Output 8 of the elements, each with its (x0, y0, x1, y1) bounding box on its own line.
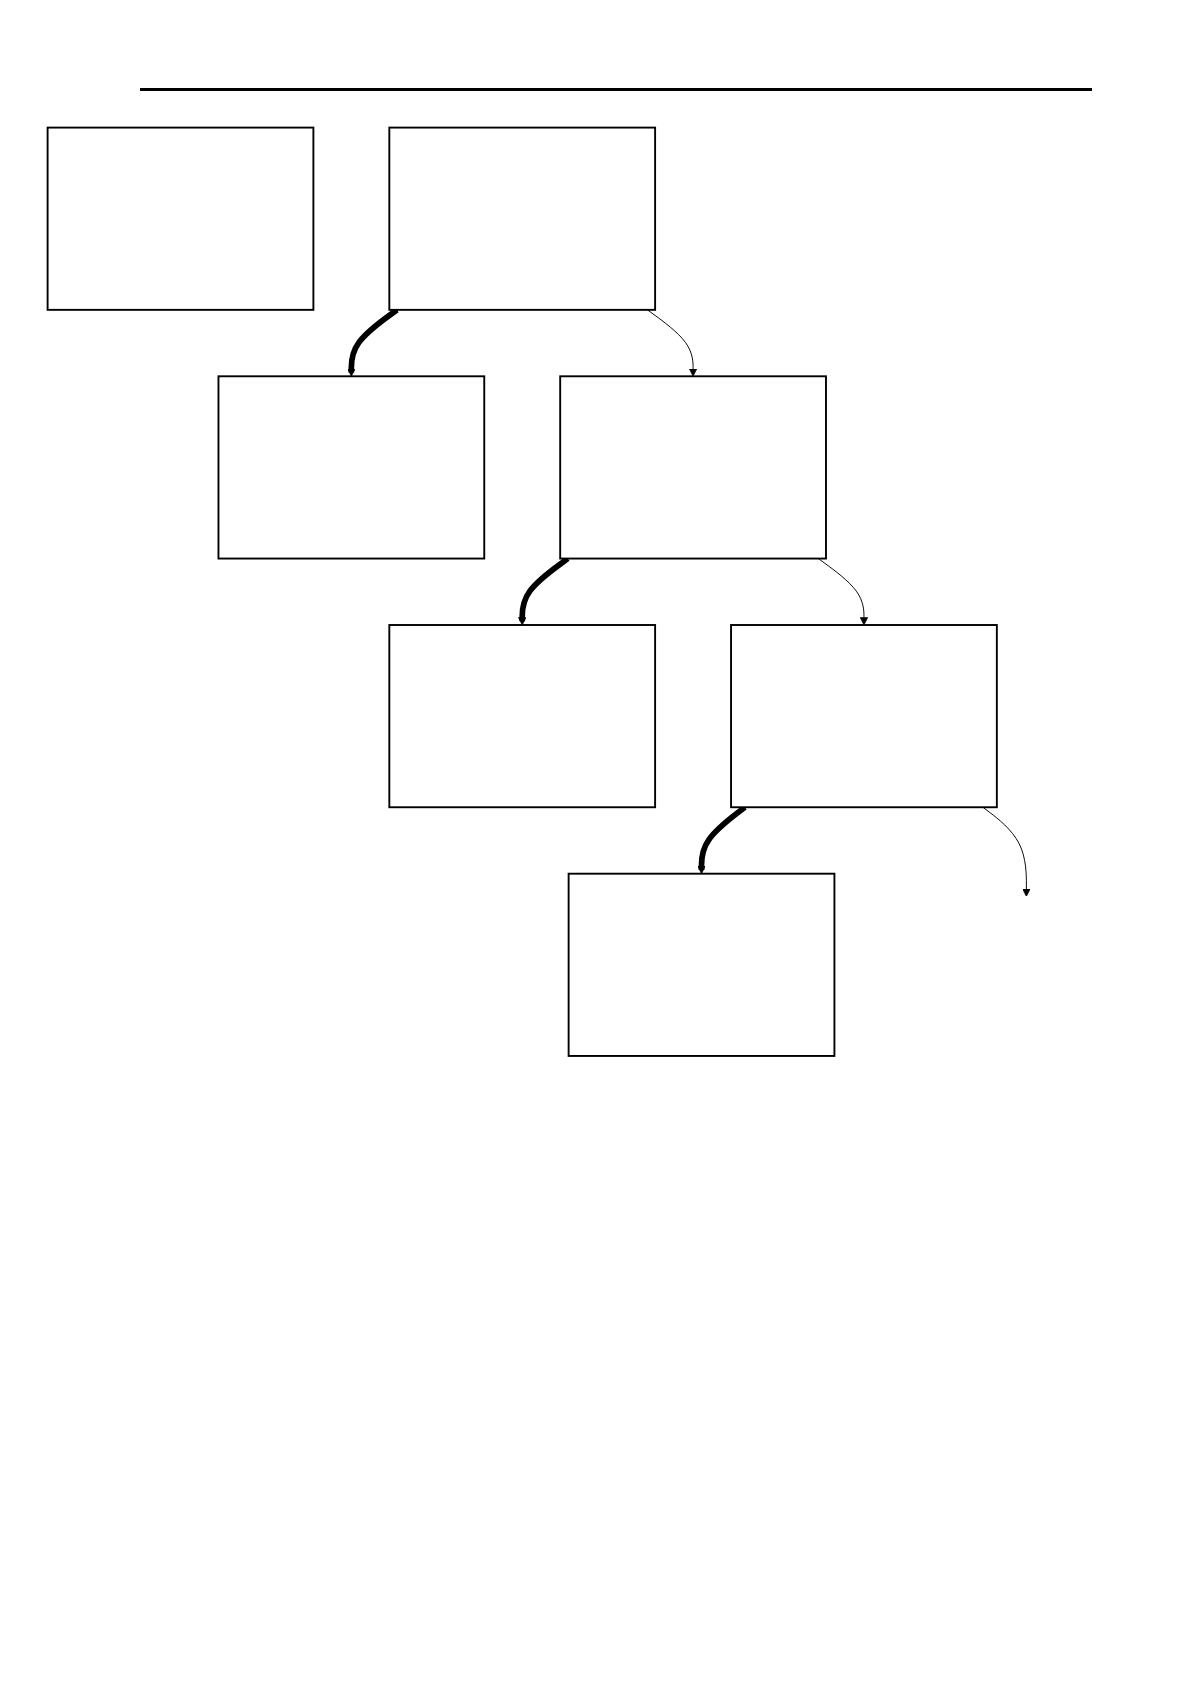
node-box (388, 624, 657, 809)
node-box (46, 126, 315, 311)
node-box (559, 375, 827, 560)
node-box (730, 624, 998, 809)
node-box (567, 872, 836, 1057)
node-box (217, 375, 486, 560)
arrow (518, 556, 570, 626)
node-box (388, 126, 657, 311)
